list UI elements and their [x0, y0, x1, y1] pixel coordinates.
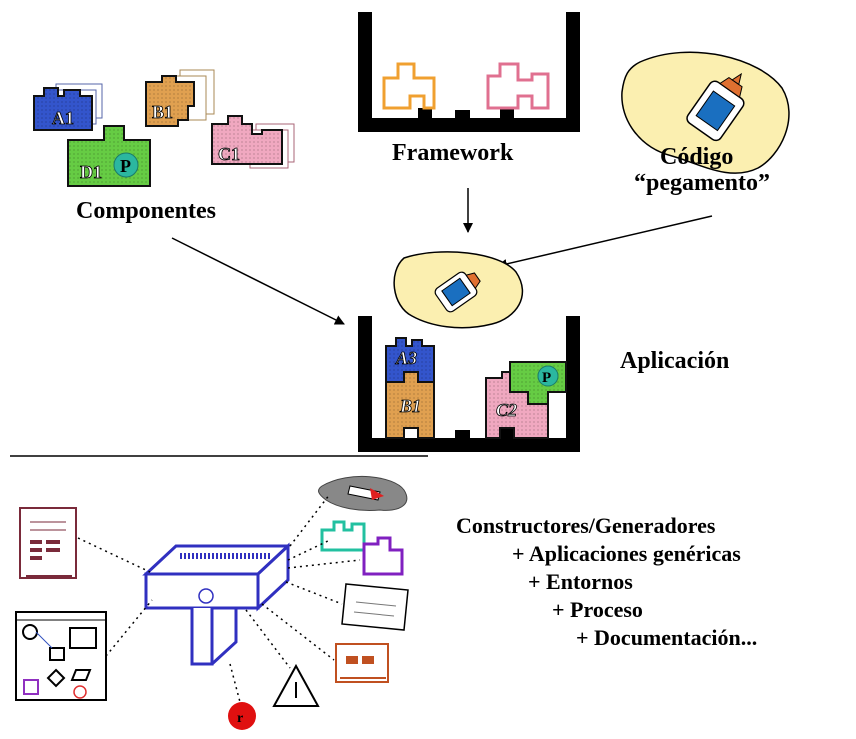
generators-item: + Entornos [528, 569, 633, 594]
glue-blob-top [621, 51, 790, 174]
arrow-glue-to-app [497, 215, 713, 269]
warning-icon [272, 663, 320, 707]
generators-item: + Proceso [552, 597, 643, 622]
glue-blob-middle [393, 251, 523, 329]
app-b1-tag: B1 [399, 396, 421, 416]
generator-rays [77, 493, 361, 703]
component-c1-tag: C1 [218, 144, 240, 164]
component-a1: A1 [33, 83, 103, 131]
generators-list: Constructores/Generadores + Aplicaciones… [456, 512, 757, 652]
generators-title: Constructores/Generadores [456, 513, 716, 538]
document-icon [19, 507, 77, 579]
report-icon [335, 643, 389, 683]
stop-sign-icon: r [228, 702, 256, 730]
glue-label-line2: “pegamento” [634, 170, 770, 196]
app-a3-tag: A3 [395, 348, 417, 368]
component-b1-tag: B1 [152, 102, 173, 122]
svg-text:r: r [237, 711, 243, 726]
app-p-tag: P [542, 370, 551, 386]
generators-item: + Documentación... [576, 625, 758, 650]
generators-item: + Aplicaciones genéricas [512, 541, 741, 566]
folder-icon [341, 583, 409, 631]
diagram-window-icon [15, 611, 107, 701]
app-c2-tag: C2 [496, 400, 517, 420]
application-label: Aplicación [620, 348, 730, 374]
component-d1-tag: D1 [80, 162, 102, 182]
component-c1: C1 [211, 115, 295, 169]
framework-container [358, 12, 580, 132]
framework-label: Framework [392, 140, 514, 166]
application-container: A3 B1 C2 P [358, 316, 580, 452]
component-p-tag: P [120, 156, 131, 176]
component-d1: D1 P [67, 125, 151, 187]
glue-label-line1: Código [660, 144, 734, 170]
glue-sketch-icon [318, 475, 408, 511]
components-label: Componentes [76, 198, 217, 224]
generated-pieces-icon [320, 520, 404, 576]
component-a1-tag: A1 [52, 108, 74, 128]
arrow-components-to-app [171, 237, 345, 325]
generator-machine [142, 542, 292, 666]
component-b1: B1 [145, 69, 215, 127]
